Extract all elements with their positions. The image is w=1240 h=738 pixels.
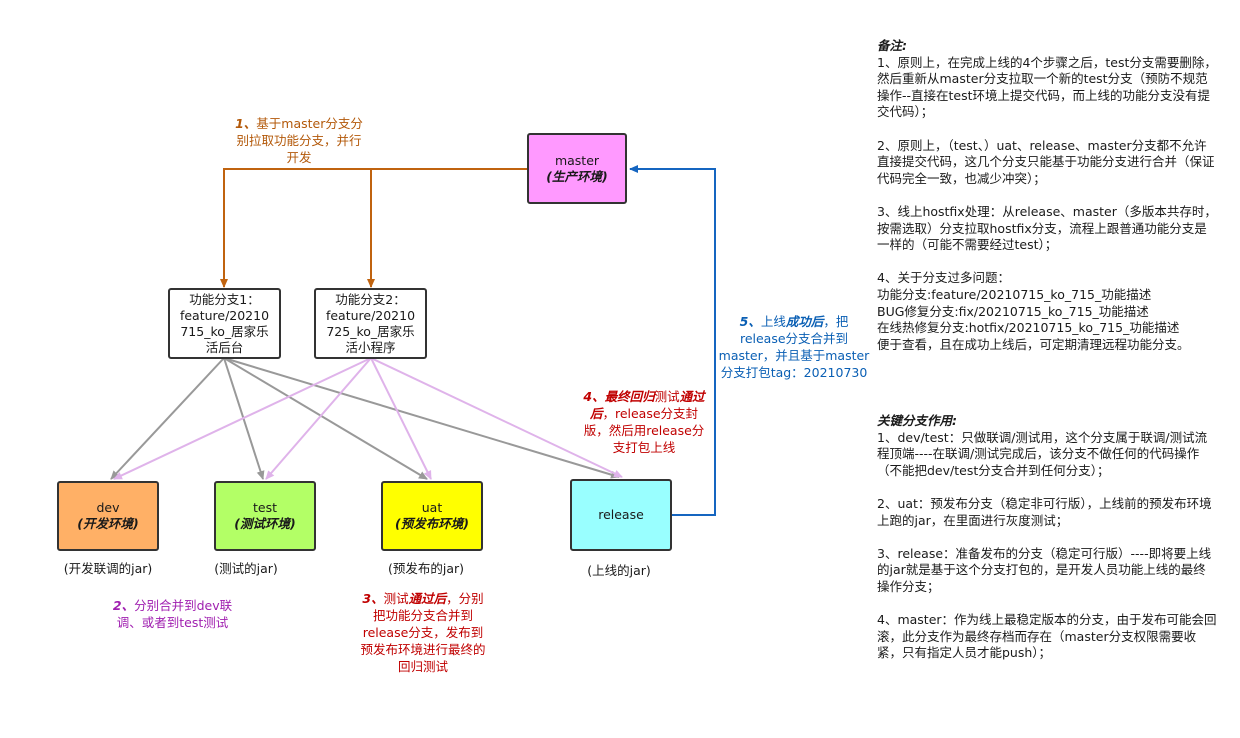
uat-node: uat (预发布环境) bbox=[381, 481, 483, 551]
step-1-number: 1、 bbox=[235, 116, 257, 131]
step-3-emphasis: 通过后 bbox=[408, 591, 447, 606]
test-node-env: (测试环境) bbox=[234, 516, 296, 531]
feature1-node: 功能分支1： feature/20210 715_ko_居家乐 活后台 bbox=[168, 288, 281, 359]
step-5-emphasis: 成功后 bbox=[785, 314, 824, 329]
step-4-mid: 测试 bbox=[654, 389, 680, 404]
master-node-name: master bbox=[554, 152, 600, 168]
release-node: release bbox=[570, 479, 672, 551]
feature2-line-3: 725_ko_居家乐 bbox=[326, 323, 415, 339]
step-3-number: 3、 bbox=[362, 591, 384, 606]
test-caption: (测试的jar) bbox=[214, 561, 278, 576]
uat-node-env: (预发布环境) bbox=[395, 516, 469, 531]
step-1-note: 1、基于master分支分别拉取功能分支，并行开发 bbox=[232, 115, 366, 166]
step-3-note: 3、测试通过后，分别把功能分支合并到release分支，发布到预发布环境进行最终… bbox=[358, 590, 488, 675]
test-node-name: test bbox=[252, 500, 277, 515]
step-5-note: 5、上线成功后，把release分支合并到master，并且基于master分支… bbox=[718, 313, 870, 381]
edge-feature1-to-dev bbox=[110, 357, 225, 480]
uat-caption: (预发布的jar) bbox=[387, 561, 465, 576]
edge-feature1-to-uat bbox=[223, 357, 428, 480]
edge-feature2-to-uat bbox=[370, 357, 432, 480]
key-branch-item-3: 3、release：准备发布的分支（稳定可行版）----即将要上线的jar就是基… bbox=[877, 545, 1212, 594]
feature2-line-2: feature/20210 bbox=[325, 307, 416, 323]
remarks-panel: 备注: 1、原则上，在完成上线的4个步骤之后，test分支需要删除，然后重新从m… bbox=[877, 38, 1217, 370]
uat-node-name: uat bbox=[421, 500, 443, 515]
key-branches-title: 关键分支作用: bbox=[877, 413, 957, 428]
dev-node-env: (开发环境) bbox=[77, 516, 139, 531]
step-2-text: 分别合并到dev联调、或者到test测试 bbox=[116, 598, 233, 630]
step-1-text: 基于master分支分别拉取功能分支，并行开发 bbox=[236, 116, 363, 165]
edge-feature2-to-release bbox=[370, 357, 623, 478]
step-4-text: ，release分支封版，然后用release分支打包上线 bbox=[583, 406, 705, 455]
step-5-number: 5、 bbox=[739, 314, 761, 329]
edge-release-to-master bbox=[629, 165, 716, 516]
dev-node: dev (开发环境) bbox=[57, 481, 159, 551]
step-4-emphasis: 最终回归 bbox=[604, 389, 655, 404]
key-branches-panel: 关键分支作用: 1、dev/test：只做联调/测试用，这个分支属于联调/测试流… bbox=[877, 413, 1217, 679]
step-5-pre: 上线 bbox=[760, 314, 786, 329]
master-node-env: (生产环境) bbox=[546, 168, 608, 184]
master-node: master (生产环境) bbox=[527, 133, 627, 204]
key-branch-item-4: 4、master：作为线上最稳定版本的分支，由于发布可能会回滚，此分支作为最终存… bbox=[877, 612, 1217, 661]
dev-node-name: dev bbox=[96, 500, 120, 515]
release-node-name: release bbox=[598, 507, 644, 522]
release-caption: (上线的jar) bbox=[587, 563, 651, 578]
edge-feature2-to-test bbox=[265, 357, 372, 480]
step-4-note: 4、最终回归测试通过后，release分支封版，然后用release分支打包上线 bbox=[580, 388, 708, 456]
edge-master-to-feature1 bbox=[220, 168, 527, 288]
step-4-emphasis-2: 通过后 bbox=[589, 389, 705, 421]
key-branch-item-1: 1、dev/test：只做联调/测试用，这个分支属于联调/测试流程顶端----在… bbox=[877, 429, 1208, 478]
remark-item-4: 4、关于分支过多问题： 功能分支:feature/20210715_ko_715… bbox=[877, 270, 1190, 352]
remarks-title: 备注: bbox=[877, 38, 907, 53]
remark-item-1: 1、原则上，在完成上线的4个步骤之后，test分支需要删除，然后重新从maste… bbox=[877, 54, 1217, 120]
test-node: test (测试环境) bbox=[214, 481, 316, 551]
step-3-text: ，分别把功能分支合并到release分支，发布到预发布环境进行最终的回归测试 bbox=[360, 591, 486, 674]
key-branch-item-2: 2、uat：预发布分支（稳定非可行版），上线前的预发布环境上跑的jar，在里面进… bbox=[877, 495, 1212, 528]
dev-caption: (开发联调的jar) bbox=[63, 561, 153, 576]
feature1-line-1: 功能分支1： bbox=[189, 291, 260, 307]
edge-feature2-to-dev bbox=[113, 357, 372, 480]
remark-item-2: 2、原则上，（test、）uat、release、master分支都不允许直接提… bbox=[877, 137, 1215, 186]
edge-feature1-to-release bbox=[223, 357, 620, 479]
step-5-text: ，把release分支合并到master，并且基于master分支打包tag：2… bbox=[718, 314, 870, 380]
step-4-number: 4、 bbox=[583, 389, 605, 404]
step-3-pre: 测试 bbox=[383, 591, 409, 606]
remark-item-3: 3、线上hostfix处理：从release、master（多版本共存时，按需选… bbox=[877, 203, 1217, 253]
feature1-line-4: 活后台 bbox=[205, 339, 244, 355]
feature1-line-3: 715_ko_居家乐 bbox=[180, 323, 269, 339]
step-2-note: 2、分别合并到dev联调、或者到test测试 bbox=[105, 597, 240, 631]
step-2-number: 2、 bbox=[112, 598, 135, 613]
feature2-node: 功能分支2： feature/20210 725_ko_居家乐 活小程序 bbox=[314, 288, 427, 359]
feature1-line-2: feature/20210 bbox=[179, 307, 270, 323]
feature2-line-1: 功能分支2： bbox=[335, 291, 406, 307]
feature2-line-4: 活小程序 bbox=[345, 339, 396, 355]
